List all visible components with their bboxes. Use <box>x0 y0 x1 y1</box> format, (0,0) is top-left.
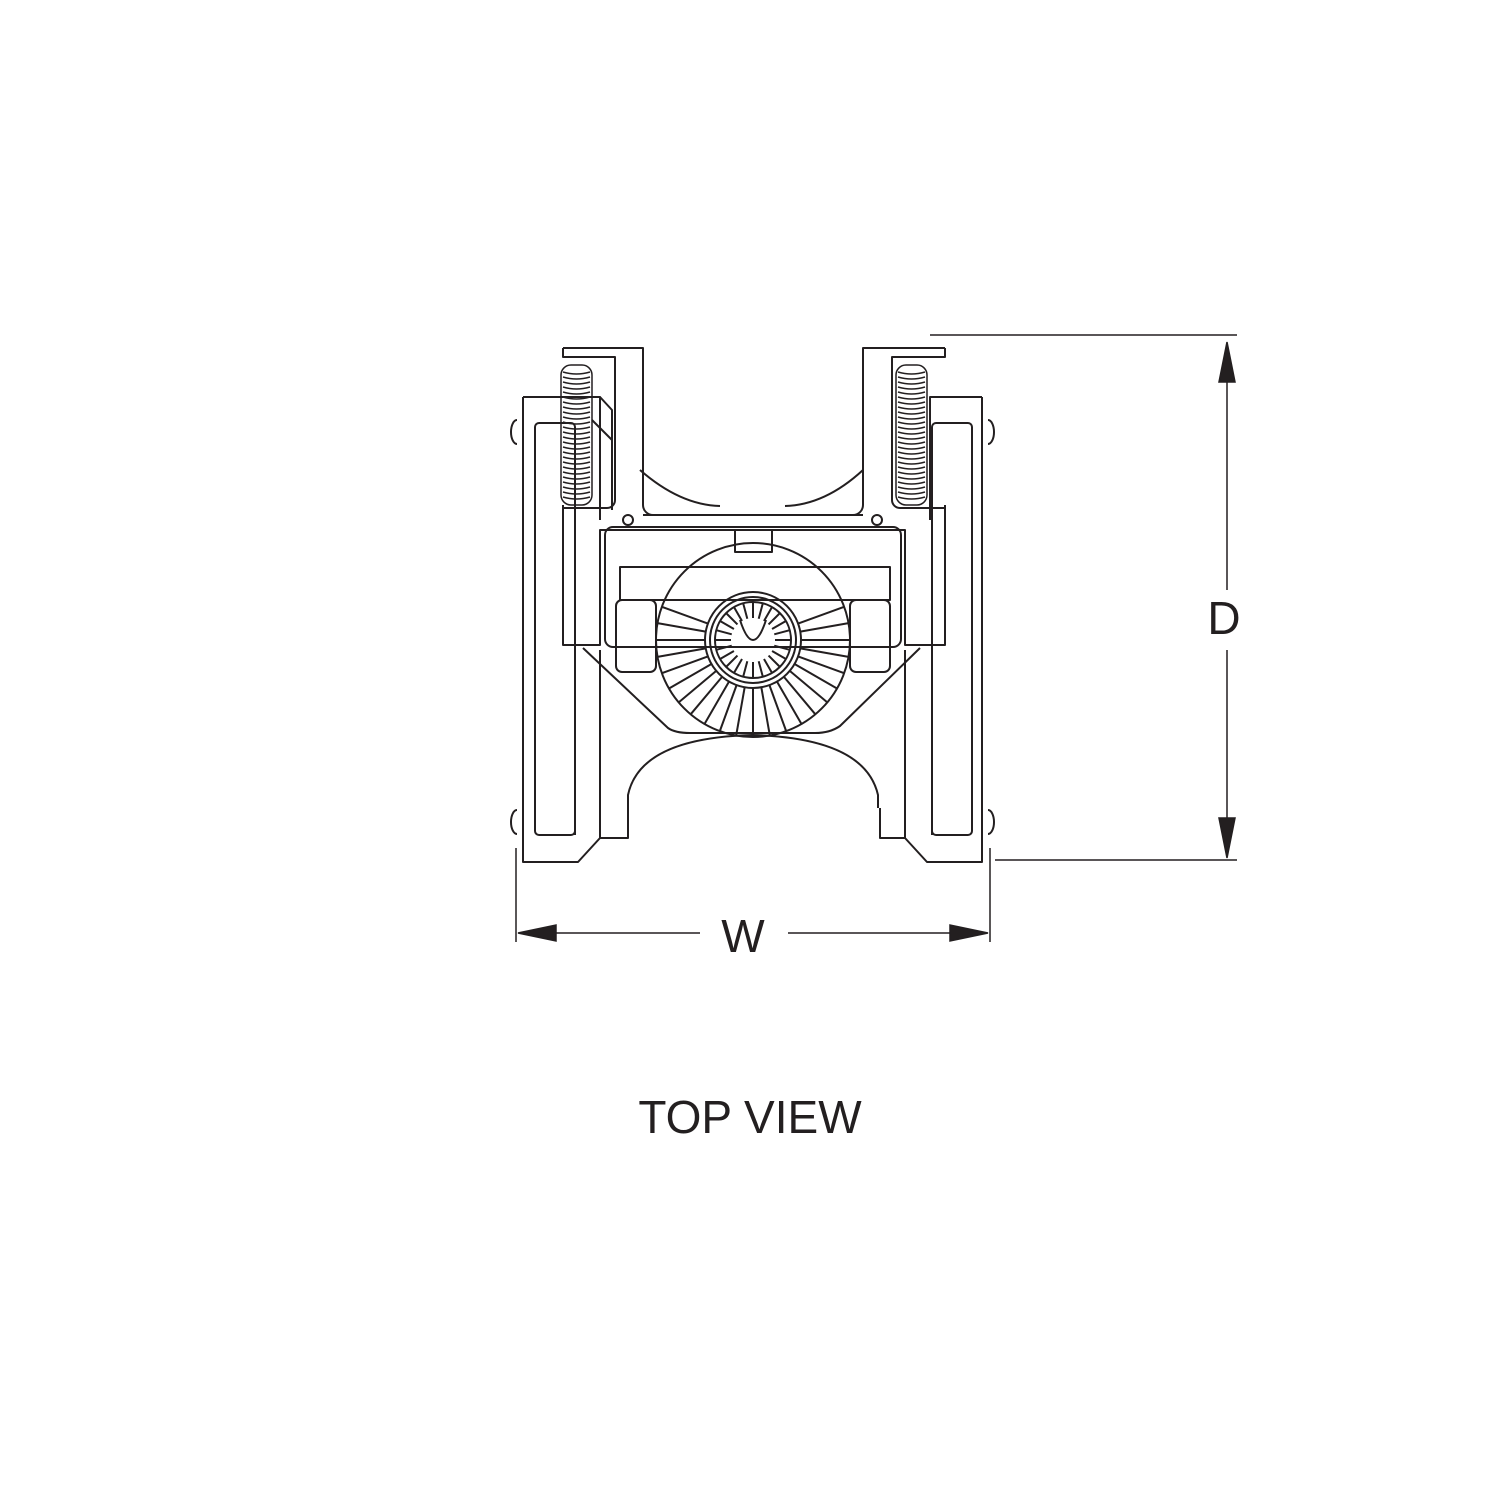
hub-spoke <box>733 658 743 674</box>
wheel-spoke <box>678 670 717 704</box>
wheel-spoke <box>689 676 723 715</box>
hub-spoke <box>773 629 790 636</box>
width-label: W <box>721 910 765 962</box>
hub-spoke <box>757 660 764 677</box>
wheel-spoke <box>661 655 709 675</box>
wheel-spoke <box>783 676 817 715</box>
wheel-spoke <box>768 684 788 732</box>
hub-spoke <box>725 654 739 668</box>
wheel-spoke <box>735 687 746 736</box>
hub-spoke <box>716 629 733 636</box>
hub-spoke <box>733 606 743 622</box>
arrow-right-icon <box>949 924 989 942</box>
hub-spoke <box>767 612 781 626</box>
hub-spoke <box>742 603 749 620</box>
hub-spoke <box>716 644 733 651</box>
wheel-spoke <box>797 605 845 625</box>
lower-housing <box>582 647 921 808</box>
wheel-spoke <box>794 663 838 690</box>
arrow-left-icon <box>517 924 557 942</box>
hub-spoke <box>757 603 764 620</box>
view-title: TOP VIEW <box>638 1091 862 1143</box>
wheel-spoke <box>718 684 738 732</box>
wheel-spoke <box>668 663 712 690</box>
left-frame-rail <box>510 396 629 863</box>
dimension-lines <box>515 334 1237 942</box>
right-spring <box>895 364 928 506</box>
hub-spoke <box>767 654 781 668</box>
hub-spoke <box>719 650 735 660</box>
wheel-spoke <box>703 681 730 725</box>
hub-spoke <box>771 650 787 660</box>
wheel-spoke <box>789 670 828 704</box>
central-plate <box>562 505 946 673</box>
arrow-up-icon <box>1218 341 1236 383</box>
hub-spoke <box>719 620 735 630</box>
arrow-down-icon <box>1218 817 1236 859</box>
left-spring <box>560 364 593 506</box>
hub-spoke <box>771 620 787 630</box>
hub-spoke <box>763 658 773 674</box>
hub-spoke <box>773 644 790 651</box>
wheel-spoke <box>800 647 849 658</box>
hub-spoke <box>725 612 739 626</box>
depth-label: D <box>1207 592 1240 644</box>
wheel-spoke <box>800 622 849 633</box>
wheel-spoke <box>657 622 706 633</box>
wheel <box>655 542 851 738</box>
hub-spoke <box>763 606 773 622</box>
wheel-spoke <box>797 655 845 675</box>
wheel-spoke <box>776 681 803 725</box>
wheel-spoke <box>661 605 709 625</box>
right-frame-rail <box>879 396 995 863</box>
wheel-spoke <box>657 647 706 658</box>
hub-spoke <box>742 660 749 677</box>
wheel-spoke <box>760 687 771 736</box>
